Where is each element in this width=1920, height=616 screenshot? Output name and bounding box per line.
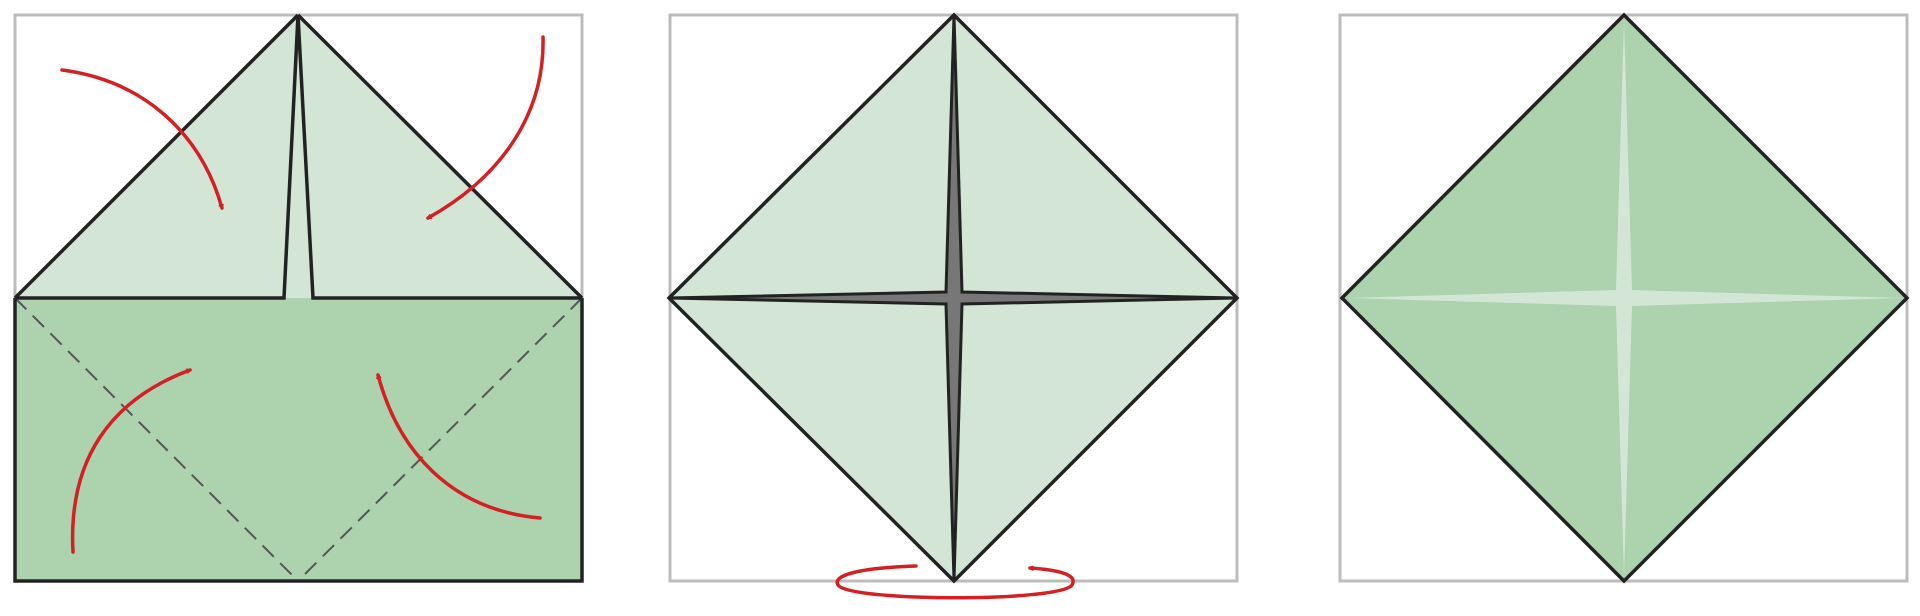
step-1-lower-rectangle bbox=[15, 298, 582, 581]
step-1-panel bbox=[13, 13, 584, 583]
step-2-center-seam bbox=[668, 14, 1238, 582]
step-1-right-crease bbox=[297, 297, 583, 582]
step-2-turn-over-arrow-back bbox=[835, 564, 1075, 600]
step-3-panel bbox=[1338, 12, 1910, 584]
step-3-diamond-outline bbox=[1339, 12, 1910, 584]
step-2-panel bbox=[666, 12, 1240, 600]
step-1-left-crease bbox=[14, 297, 299, 582]
step-1-center-slit bbox=[15, 14, 582, 300]
step-1-arrow-bottom-right bbox=[376, 372, 542, 520]
step-3-star-highlight bbox=[1347, 20, 1902, 576]
step-1-right-top-edge bbox=[296, 13, 584, 300]
step-1-arrow-top-left bbox=[60, 68, 224, 211]
step-1-bottom-outline bbox=[13, 298, 584, 583]
step-1-arrow-bottom-left bbox=[70, 368, 193, 554]
step-1-left-top-edge bbox=[13, 13, 300, 300]
step-2-diamond-outline bbox=[666, 12, 1240, 584]
step-1-arrow-top-right bbox=[425, 35, 545, 220]
step-1-upper-triangle bbox=[15, 15, 582, 298]
